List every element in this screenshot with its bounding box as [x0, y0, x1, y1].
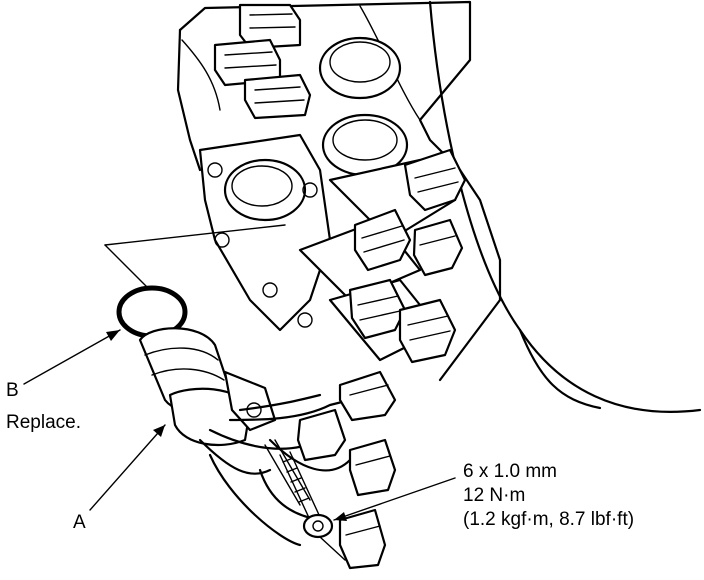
harness-connector	[138, 327, 277, 447]
arrowhead-a	[153, 425, 165, 437]
mounting-flange	[198, 133, 332, 332]
callout-leaders	[23, 329, 456, 521]
case-top-connectors	[213, 3, 312, 120]
harness-plugs	[296, 370, 397, 570]
arrowhead-bolt	[334, 512, 347, 521]
label-b-note: Replace.	[6, 412, 81, 433]
label-bolt-size: 6 x 1.0 mm	[463, 461, 557, 482]
label-b-letter: B	[6, 380, 19, 401]
bolt	[279, 451, 346, 561]
shift-solenoids	[298, 148, 467, 364]
label-a-letter: A	[73, 512, 86, 533]
case-round-caps	[318, 36, 409, 177]
arrowhead-b	[106, 330, 120, 341]
label-torque-nm: 12 N·m	[463, 485, 525, 506]
label-torque-alt: (1.2 kgf·m, 8.7 lbf·ft)	[463, 509, 634, 530]
